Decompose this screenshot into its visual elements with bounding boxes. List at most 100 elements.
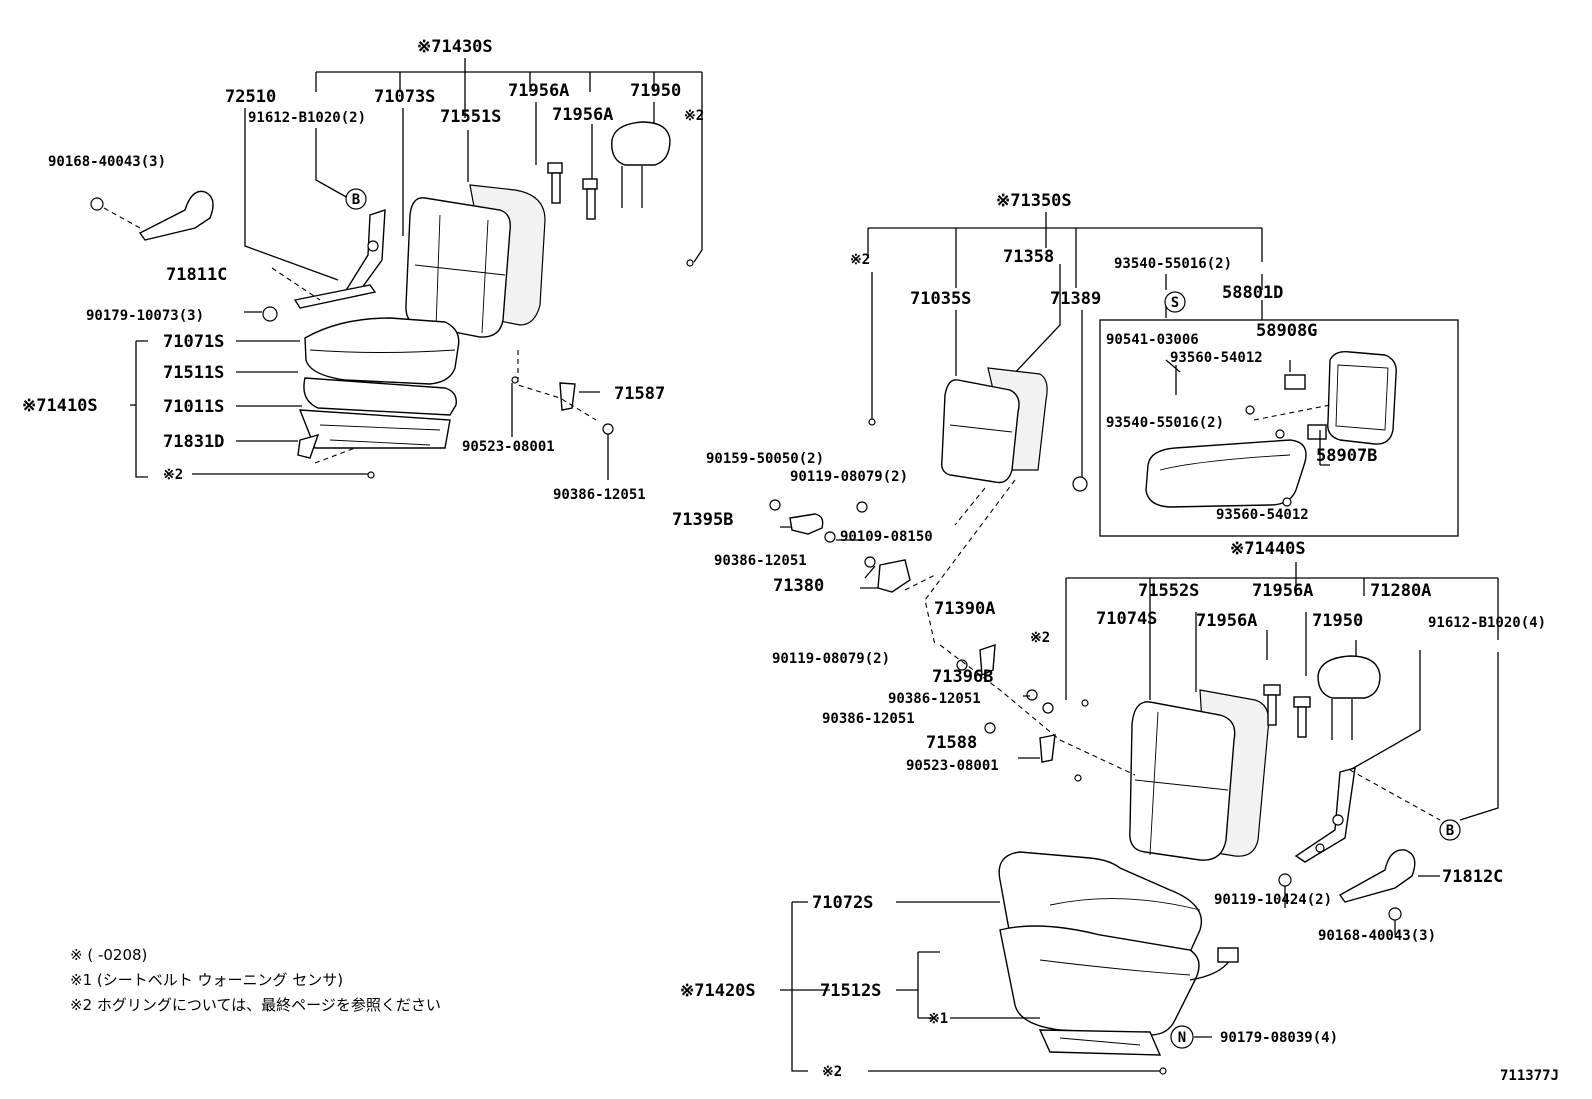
label-90541-03006: 90541-03006 (1106, 332, 1199, 348)
label-90386-12051: 90386-12051 (553, 487, 646, 503)
console-box (1099, 319, 1459, 537)
label-90386-12051-b: 90386-12051 (714, 553, 807, 569)
clip-71587 (511, 350, 614, 480)
fasteners-right (939, 644, 1136, 782)
seat-back-left (405, 184, 546, 338)
label-91612-b1020-b: 91612-B1020(4) (1428, 615, 1546, 631)
label-71956a: 71956A (508, 81, 569, 101)
label-90168-40043-b: 90168-40043(3) (1318, 928, 1436, 944)
label-71280a: 71280A (1370, 581, 1431, 601)
label-71035s: 71035S (910, 289, 971, 309)
label-note2-e: ※2 (822, 1064, 842, 1080)
svg-text:B: B (352, 192, 360, 208)
right-seat-group: B (780, 562, 1499, 1075)
label-71410s: ※71410S (22, 396, 98, 416)
label-90159-50050: 90159-50050(2) (706, 451, 824, 467)
label-71950: 71950 (630, 81, 681, 101)
label-90179-10073: 90179-10073(3) (86, 308, 204, 324)
label-71071s: 71071S (163, 332, 224, 352)
headrest-guide-right (1263, 684, 1311, 738)
footnote-2: ※1 (シートベルト ウォーニング センサ) (70, 971, 343, 989)
label-71588: 71588 (926, 733, 977, 753)
label-71552s: 71552S (1138, 581, 1199, 601)
label-note2: ※2 (684, 108, 704, 124)
label-93540-55016: 93540-55016(2) (1114, 256, 1232, 272)
label-71812c: 71812C (1442, 867, 1503, 887)
label-90386-12051-d: 90386-12051 (822, 711, 915, 727)
headrest-left (611, 121, 671, 208)
label-71512s: 71512S (820, 981, 881, 1001)
footnote-3: ※2 ホグリングについては、最終ページを参照ください (70, 996, 441, 1014)
marker-b-left: B (345, 188, 367, 210)
diagram-id: 711377J (1500, 1068, 1559, 1084)
label-71831d: 71831D (163, 432, 224, 452)
marker-b-right: B (1439, 819, 1461, 841)
label-71350s: ※71350S (996, 191, 1072, 211)
label-90168-40043: 90168-40043(3) (48, 154, 166, 170)
seat-cushion-left (297, 317, 460, 464)
headrest-guide-left (547, 162, 598, 220)
svg-text:B: B (1446, 823, 1454, 839)
label-90119-10424: 90119-10424(2) (1214, 892, 1332, 908)
left-seat-group: B (90, 58, 703, 480)
footnotes: ※ ( -0208) ※1 (シートベルト ウォーニング センサ) ※2 ホグリ… (70, 946, 441, 1014)
label-71587: 71587 (614, 384, 665, 404)
label-71011s: 71011S (163, 397, 224, 417)
label-72510: 72510 (225, 87, 276, 107)
label-71956a-4: 71956A (1196, 611, 1257, 631)
label-note2-d: ※2 (1030, 630, 1050, 646)
hinge-right (1294, 767, 1356, 863)
label-note2-b: ※2 (163, 467, 183, 483)
label-90386-12051-c: 90386-12051 (888, 691, 981, 707)
label-71390a: 71390A (934, 599, 995, 619)
label-90119-08079-b: 90119-08079(2) (772, 651, 890, 667)
label-71420s: ※71420S (680, 981, 756, 1001)
hinge-left (271, 209, 386, 309)
seat-back-center (940, 367, 1048, 484)
center-seat-group: S (769, 212, 1459, 646)
svg-text:S: S (1171, 295, 1179, 311)
label-91612-b1020: 91612-B1020(2) (248, 110, 366, 126)
label-93560-54012: 93560-54012 (1170, 350, 1263, 366)
label-90179-08039: 90179-08039(4) (1220, 1030, 1338, 1046)
label-71389: 71389 (1050, 289, 1101, 309)
label-71430s: ※71430S (417, 37, 493, 57)
label-71440s: ※71440S (1230, 539, 1306, 559)
label-71395b: 71395B (672, 510, 733, 530)
marker-s: S (1164, 291, 1186, 313)
label-note1: ※1 (928, 1011, 948, 1027)
marker-n: N (1170, 1025, 1194, 1049)
svg-text:N: N (1178, 1030, 1186, 1046)
label-90523-08001: 90523-08001 (462, 439, 555, 455)
seat-back-right (1129, 689, 1270, 861)
label-71074s: 71074S (1096, 609, 1157, 629)
label-58908g: 58908G (1256, 321, 1317, 341)
bracket-71395B (769, 499, 868, 543)
label-90119-08079: 90119-08079(2) (790, 469, 908, 485)
label-71551s: 71551S (440, 107, 501, 127)
label-71950-b: 71950 (1312, 611, 1363, 631)
label-71396b: 71396B (932, 667, 993, 687)
bracket-71380 (860, 556, 911, 593)
recliner-lever-right (1278, 849, 1440, 935)
label-71073s: 71073S (374, 87, 435, 107)
label-71956a-2: 71956A (552, 105, 613, 125)
seat-cushion-right (998, 851, 1239, 1056)
recliner-lever-left (90, 190, 214, 241)
label-71811c: 71811C (166, 265, 227, 285)
label-note2-c: ※2 (850, 252, 870, 268)
label-93560-54012-b: 93560-54012 (1216, 507, 1309, 523)
label-71072s: 71072S (812, 893, 873, 913)
label-71511s: 71511S (163, 363, 224, 383)
label-90523-08001-b: 90523-08001 (906, 758, 999, 774)
label-71956a-3: 71956A (1252, 581, 1313, 601)
label-58801d: 58801D (1222, 283, 1283, 303)
label-93540-55016-b: 93540-55016(2) (1106, 415, 1224, 431)
label-71380: 71380 (773, 576, 824, 596)
label-58907b: 58907B (1316, 446, 1377, 466)
label-90109-08150: 90109-08150 (840, 529, 933, 545)
footnote-1: ※ ( -0208) (70, 946, 147, 964)
part-labels: ※71430S 72510 71073S 71956A 71950 91612-… (22, 37, 1559, 1084)
